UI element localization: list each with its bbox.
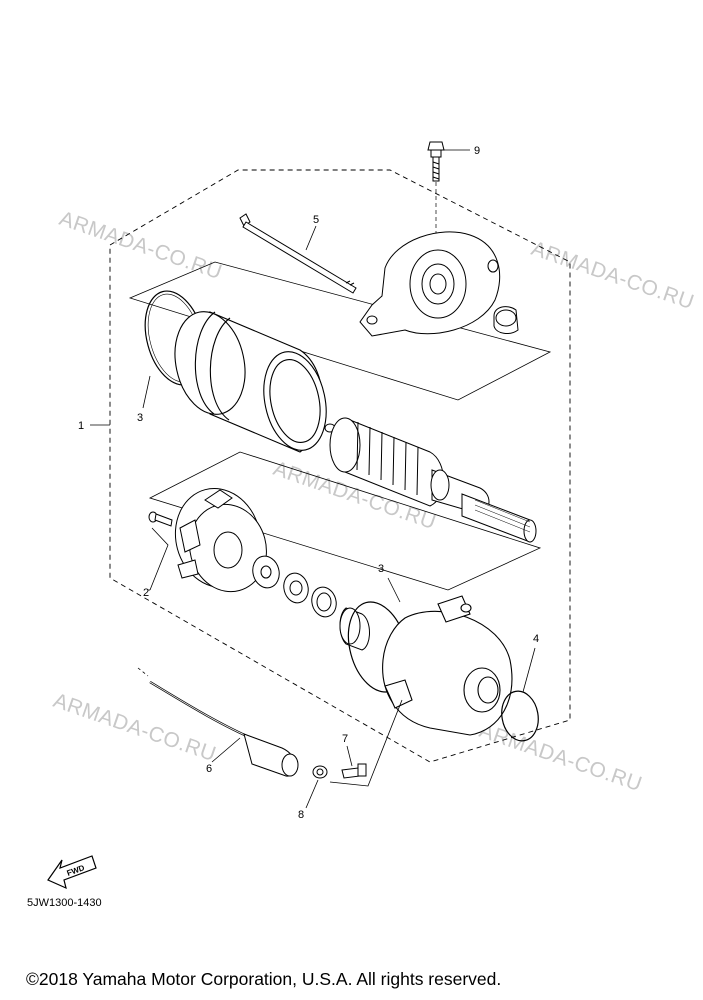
leader-5 [305, 225, 317, 251]
lead-wire-6 [149, 681, 299, 777]
leader-6 [211, 737, 241, 763]
leader-8 [305, 779, 319, 809]
part-labels: 9 5 3 1 3 2 4 7 6 8 [78, 145, 539, 821]
assembly-dashed-outline [109, 169, 571, 763]
watermark-bottom-left: ARMADA-CO.RU [50, 689, 219, 766]
part-label-6: 6 [206, 763, 212, 775]
part-label-2: 2 [143, 587, 149, 599]
yoke-cylinder [174, 311, 327, 453]
part-label-4: 4 [533, 633, 539, 645]
part-label-5: 5 [313, 214, 319, 226]
watermark-top-left: ARMADA-CO.RU [56, 207, 225, 284]
bracket-7-8 [329, 699, 403, 787]
leader-7 [346, 745, 353, 767]
part-label-3-upper: 3 [137, 412, 143, 424]
part-label-8: 8 [298, 809, 304, 821]
armature [324, 417, 537, 543]
diagram-code: 5JW1300-1430 [27, 897, 102, 909]
part-label-9: 9 [474, 145, 480, 157]
washer-series [252, 555, 337, 618]
leader-3-upper [142, 375, 151, 409]
part-label-3-lower: 3 [378, 563, 384, 575]
fwd-arrow-icon: FWD [47, 855, 97, 890]
part-label-1: 1 [78, 420, 84, 432]
through-bolt-5 [239, 213, 357, 294]
screw-set-2 [148, 511, 173, 591]
leader-4 [522, 647, 536, 693]
bearing [339, 607, 370, 651]
watermark-bottom-right: ARMADA-CO.RU [476, 719, 645, 796]
bushing [493, 306, 519, 334]
yoke-plane [128, 261, 552, 401]
bolt-9 [427, 141, 445, 182]
copyright-notice: ©2018 Yamaha Motor Corporation, U.S.A. A… [26, 969, 502, 989]
watermarks: ARMADA-CO.RU ARMADA-CO.RU ARMADA-CO.RU A… [50, 207, 697, 796]
bolt-7 [341, 763, 367, 779]
part-label-7: 7 [342, 733, 348, 745]
brush-holder-plane [148, 451, 542, 591]
lead-wire-dashed [137, 667, 149, 677]
brush-holder [174, 487, 267, 593]
front-cover [359, 231, 501, 337]
leader-3-lower [387, 577, 401, 603]
o-ring-4 [501, 690, 539, 742]
rear-cover [382, 595, 513, 736]
nut-8 [312, 765, 328, 779]
watermark-top-right: ARMADA-CO.RU [528, 237, 697, 314]
